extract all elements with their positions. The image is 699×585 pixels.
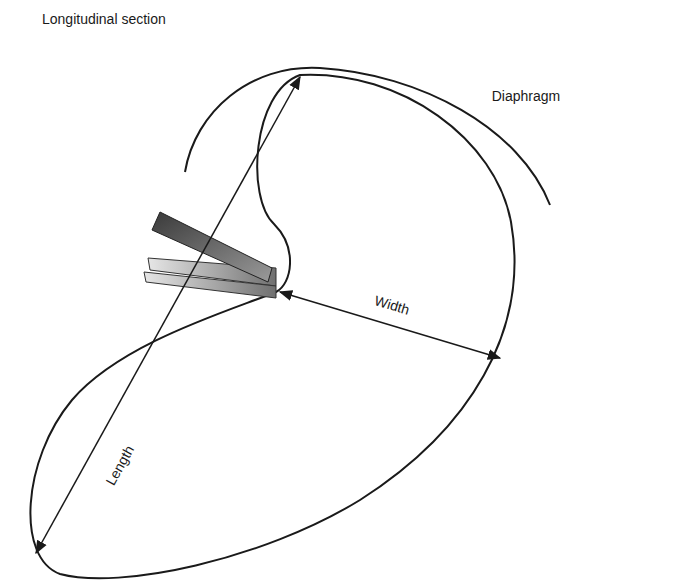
part-label: Width <box>371 293 414 319</box>
probe-handle <box>152 212 272 282</box>
width-arrow <box>280 292 500 358</box>
part-label: Length <box>102 442 138 490</box>
part-label: Diaphragm <box>490 89 562 104</box>
length-arrow <box>36 77 300 553</box>
section-title: Longitudinal section <box>40 12 168 27</box>
spleen-outline <box>30 75 514 579</box>
